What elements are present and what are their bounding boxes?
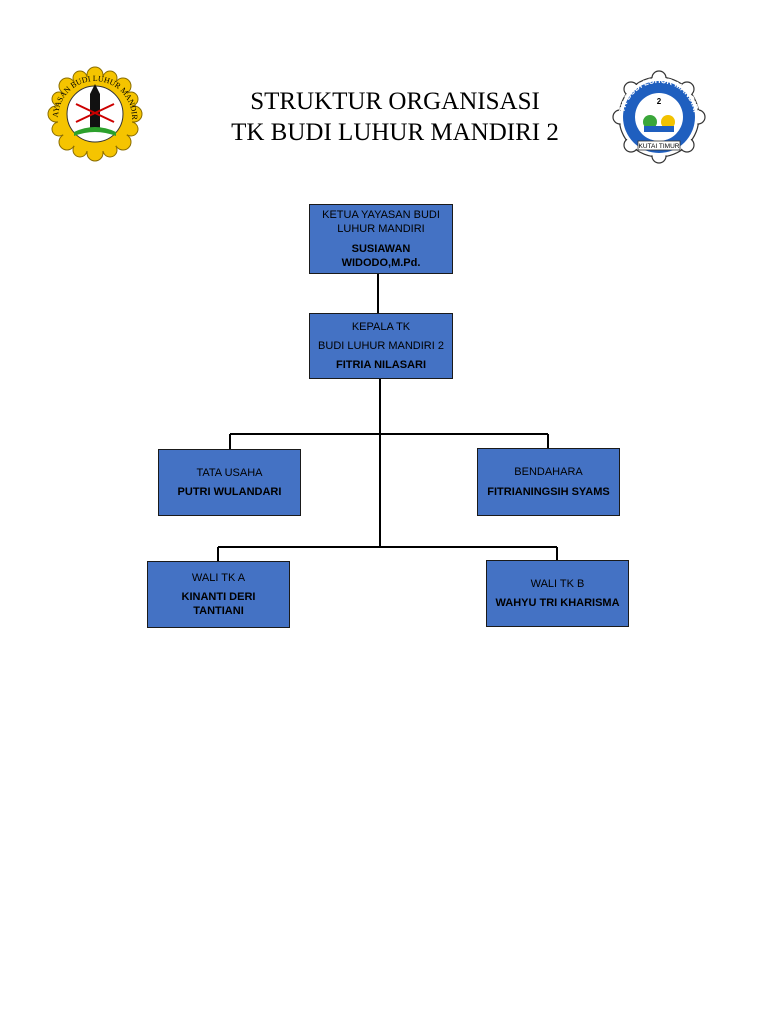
kepala-role-line-1: KEPALA TK	[351, 320, 411, 333]
page-title-line-2: TK BUDI LUHUR MANDIRI 2	[231, 119, 559, 146]
page-title-line-1: STRUKTUR ORGANISASI	[250, 88, 540, 115]
ketua-role: KETUA YAYASAN BUDI LUHUR MANDIRI	[322, 208, 440, 236]
badge-number: 2	[657, 97, 662, 106]
org-box-wali-tk-a: WALI TK A KINANTI DERI TANTIANI	[147, 561, 290, 628]
tata-usaha-name: PUTRI WULANDARI	[177, 486, 282, 498]
wali-a-role: WALI TK A	[191, 571, 246, 584]
wali-b-role: WALI TK B	[530, 577, 585, 590]
badge-banner: KUTAI TIMUR	[639, 143, 680, 150]
yayasan-seal-icon: YAYASAN BUDI LUHUR MANDIRI	[40, 66, 143, 162]
org-box-bendahara: BENDAHARA FITRIANINGSIH SYAMS	[477, 448, 620, 516]
tk-school-badge-icon: TK BUDI LUHUR MANDIRI 2 KUTAI TIMUR	[612, 70, 706, 164]
tata-usaha-role: TATA USAHA	[196, 466, 263, 479]
org-box-wali-tk-b: WALI TK B WAHYU TRI KHARISMA	[486, 560, 629, 627]
kepala-name: FITRIA NILASARI	[335, 359, 427, 372]
kepala-role-line-2: BUDI LUHUR MANDIRI 2	[318, 339, 444, 352]
ketua-name: SUSIAWAN WIDODO,M.Pd.	[341, 242, 421, 269]
org-box-ketua-yayasan: KETUA YAYASAN BUDI LUHUR MANDIRI SUSIAWA…	[309, 204, 453, 274]
org-box-tata-usaha: TATA USAHA PUTRI WULANDARI	[158, 449, 301, 516]
bendahara-name: FITRIANINGSIH SYAMS	[487, 485, 610, 498]
wali-a-name: KINANTI DERI TANTIANI	[181, 590, 256, 618]
wali-b-name: WAHYU TRI KHARISMA	[495, 597, 620, 609]
bendahara-role: BENDAHARA	[514, 466, 583, 479]
org-box-kepala-tk: KEPALA TK BUDI LUHUR MANDIRI 2 FITRIA NI…	[309, 313, 453, 379]
